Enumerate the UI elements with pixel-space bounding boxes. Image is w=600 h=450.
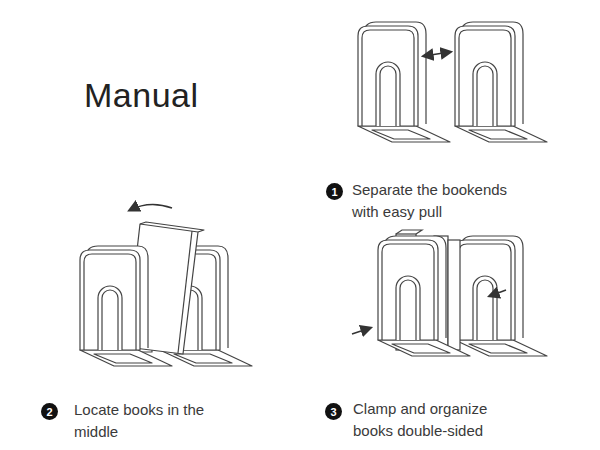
step-number: 3 (325, 403, 342, 420)
step-number: 2 (41, 403, 58, 420)
callout-number: 2 (46, 406, 52, 418)
page-title: Manual (84, 76, 199, 115)
callout-number: 1 (331, 186, 337, 198)
callout-number: 3 (330, 406, 336, 418)
step-caption: Clamp and organize books double-sided (353, 398, 518, 442)
step-number: 1 (326, 183, 343, 200)
step-caption: Locate books in the middle (74, 399, 239, 443)
step-caption: Separate the bookends with easy pull (352, 179, 530, 223)
